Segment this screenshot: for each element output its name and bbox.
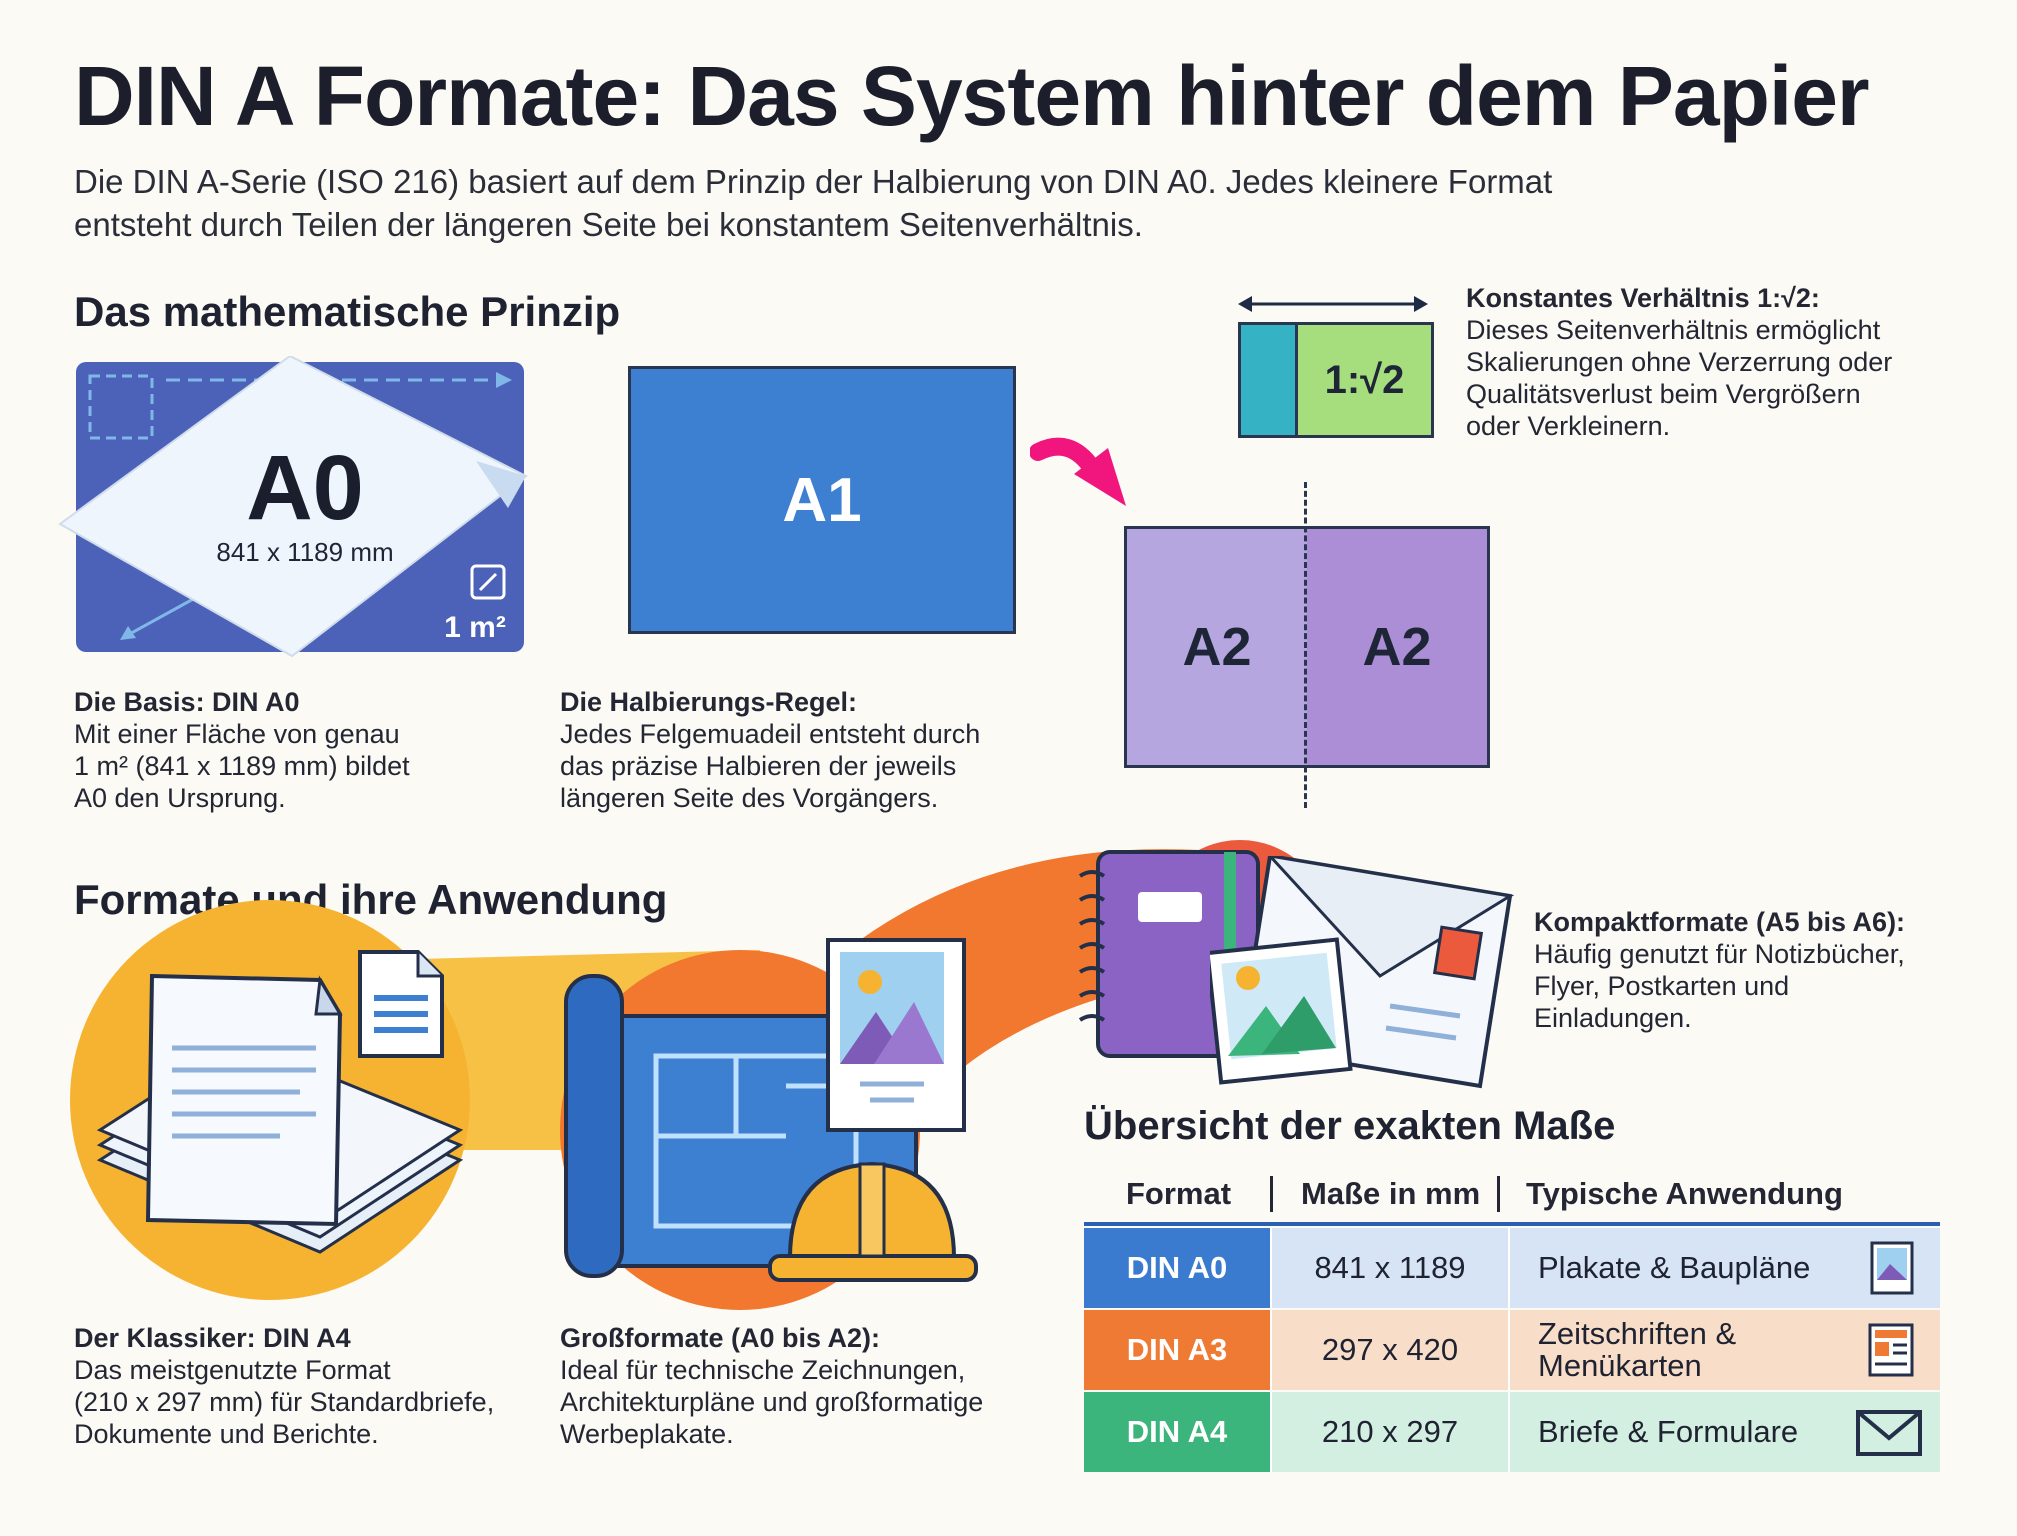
- ratio-caption-line-1: Dieses Seitenverhältnis ermöglicht: [1466, 315, 1881, 345]
- basis-caption-line-1: Mit einer Fläche von genau: [74, 719, 400, 749]
- intro-line-1: Die DIN A-Serie (ISO 216) basiert auf de…: [74, 163, 1553, 200]
- table-cell-size: 210 x 297: [1270, 1392, 1510, 1472]
- compact-formats-caption-title: Kompaktformate (A5 bis A6):: [1534, 907, 1906, 937]
- halving-caption: Die Halbierungs-Regel: Jedes Felgemuadei…: [560, 686, 1030, 814]
- width-arrow-icon: [1238, 296, 1428, 312]
- table-cell-format: DIN A0: [1084, 1228, 1270, 1308]
- compact-formats-caption: Kompaktformate (A5 bis A6): Häufig genut…: [1534, 906, 1994, 1034]
- column-divider: [1497, 1176, 1500, 1212]
- a4-caption-line-2: (210 x 297 mm) für Standardbriefe,: [74, 1387, 495, 1417]
- table-cell-size: 841 x 1189: [1270, 1228, 1510, 1308]
- ratio-box-teal: [1241, 325, 1298, 435]
- envelope-icon: [1856, 1410, 1922, 1456]
- paper-stack-icon: [96, 973, 464, 1254]
- a2-left-half: A2: [1127, 529, 1307, 765]
- intro-text: Die DIN A-Serie (ISO 216) basiert auf de…: [74, 160, 1674, 246]
- a4-caption-line-3: Dokumente und Berichte.: [74, 1419, 379, 1449]
- a0-area: 1 m²: [444, 611, 506, 644]
- table-cell-use: Briefe & Formulare: [1510, 1392, 1940, 1472]
- large-formats-caption-line-3: Werbeplakate.: [560, 1419, 734, 1449]
- ratio-caption: Konstantes Verhältnis 1:√2: Dieses Seite…: [1466, 282, 1986, 442]
- table-cell-use: Zeitschriften & Menükarten: [1510, 1310, 1940, 1390]
- compact-formats-caption-line-3: Einladungen.: [1534, 1003, 1692, 1033]
- column-header-use: Typische Anwendung: [1526, 1176, 1843, 1211]
- large-formats-caption-line-2: Architekturpläne und großformatige: [560, 1387, 984, 1417]
- poster-icon: [1870, 1241, 1914, 1295]
- halving-caption-title: Die Halbierungs-Regel:: [560, 687, 858, 717]
- a4-caption-title: Der Klassiker: DIN A4: [74, 1323, 351, 1353]
- compact-formats-caption-line-2: Flyer, Postkarten und: [1534, 971, 1790, 1001]
- basis-caption-title: Die Basis: DIN A0: [74, 687, 300, 717]
- ratio-caption-line-4: oder Verkleinern.: [1466, 411, 1671, 441]
- a4-caption-line-1: Das meistgenutzte Format: [74, 1355, 391, 1385]
- a0-illustration: [56, 354, 536, 666]
- column-header-format: Format: [1126, 1176, 1232, 1211]
- halving-caption-line-3: längeren Seite des Vorgängers.: [560, 783, 939, 813]
- a1-rectangle: A1: [628, 366, 1016, 634]
- section-heading-formats: Formate und ihre Anwendung: [74, 876, 668, 923]
- a0-label: A0: [246, 436, 364, 539]
- ratio-box: 1:√2: [1238, 322, 1434, 438]
- table-cell-format: DIN A4: [1084, 1392, 1270, 1472]
- ratio-box-label: 1:√2: [1298, 325, 1431, 435]
- table-cell-use-text-2: Menükarten: [1538, 1348, 1702, 1383]
- basis-caption: Die Basis: DIN A0 Mit einer Fläche von g…: [74, 686, 544, 814]
- table-cell-format: DIN A3: [1084, 1310, 1270, 1390]
- table-cell-size: 297 x 420: [1270, 1310, 1510, 1390]
- column-header-size: Maße in mm: [1301, 1176, 1481, 1211]
- table-row: DIN A4 210 x 297 Briefe & Formulare: [1084, 1392, 1940, 1472]
- ratio-caption-line-2: Skalierungen ohne Verzerrung oder: [1466, 347, 1893, 377]
- a2-sheet: A2 A2: [1124, 526, 1490, 768]
- table-heading: Übersicht der exakten Maße: [1084, 1104, 1616, 1148]
- column-divider: [1270, 1176, 1273, 1212]
- page-title: DIN A Formate: Das System hinter dem Pap…: [74, 49, 1870, 143]
- compact-formats-caption-line-1: Häufig genutzt für Notizbücher,: [1534, 939, 1905, 969]
- table-row: DIN A0 841 x 1189 Plakate & Baupläne: [1084, 1228, 1940, 1308]
- basis-caption-line-2: 1 m² (841 x 1189 mm) bildet: [74, 751, 410, 781]
- pink-arrow-icon: [1030, 437, 1126, 506]
- table-cell-use: Plakate & Baupläne: [1510, 1228, 1940, 1308]
- poster-icon: [826, 938, 966, 1132]
- hardhat-icon: [768, 1161, 978, 1282]
- section-heading-principle: Das mathematische Prinzip: [74, 288, 621, 335]
- basis-caption-line-3: A0 den Ursprung.: [74, 783, 286, 813]
- magazine-icon: [1868, 1323, 1914, 1377]
- table-cell-use-text: Briefe & Formulare: [1538, 1414, 1799, 1449]
- large-formats-caption-title: Großformate (A0 bis A2):: [560, 1323, 881, 1353]
- table-row: DIN A3 297 x 420 Zeitschriften & Menükar…: [1084, 1310, 1940, 1390]
- halving-caption-line-2: das präzise Halbieren der jeweils: [560, 751, 957, 781]
- a0-dimensions: 841 x 1189 mm: [216, 536, 394, 567]
- large-formats-caption: Großformate (A0 bis A2): Ideal für techn…: [560, 1322, 1040, 1450]
- dimensions-table: Format Maße in mm Typische Anwendung DIN…: [1084, 1166, 1940, 1472]
- table-cell-use-text: Plakate & Baupläne: [1538, 1250, 1811, 1285]
- fold-line: [1304, 482, 1307, 808]
- ratio-caption-line-3: Qualitätsverlust beim Vergrößern: [1466, 379, 1861, 409]
- halving-caption-line-1: Jedes Felgemuadeil entsteht durch: [560, 719, 981, 749]
- large-formats-caption-line-1: Ideal für technische Zeichnungen,: [560, 1355, 966, 1385]
- ratio-caption-title: Konstantes Verhältnis 1:√2:: [1466, 283, 1820, 313]
- table-cell-use-text-1: Zeitschriften &: [1538, 1316, 1737, 1351]
- document-icon: [358, 950, 444, 1058]
- a4-caption: Der Klassiker: DIN A4 Das meistgenutzte …: [74, 1322, 554, 1450]
- postcard-icon: [1210, 856, 1515, 1089]
- a2-right-half: A2: [1307, 529, 1487, 765]
- intro-line-2: entsteht durch Teilen der längeren Seite…: [74, 206, 1143, 243]
- table-header: Format Maße in mm Typische Anwendung: [1084, 1166, 1940, 1226]
